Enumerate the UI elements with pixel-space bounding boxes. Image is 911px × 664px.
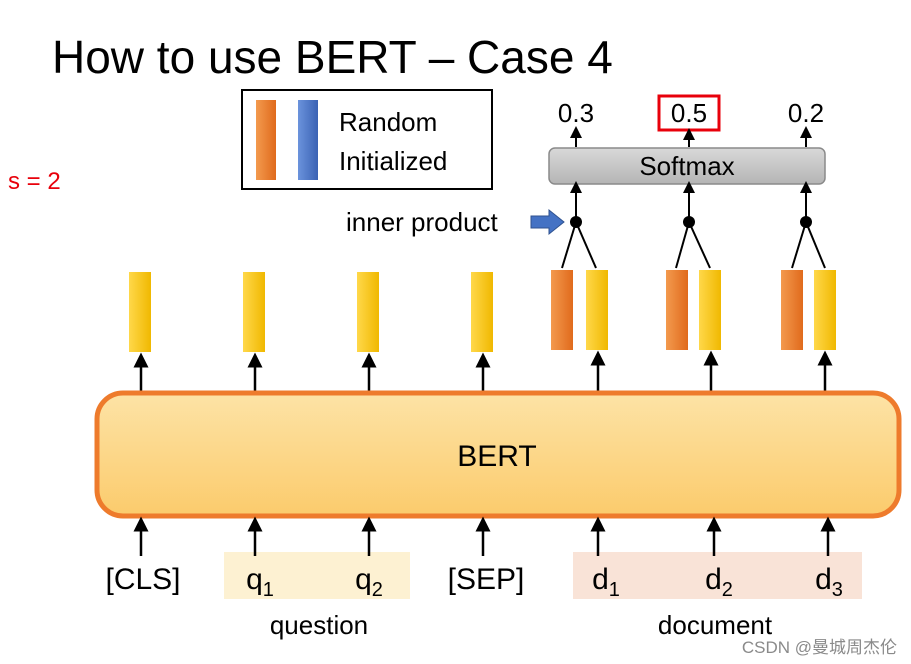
legend: Random Initialized (241, 89, 493, 190)
probabilities: 0.3 0.5 0.2 (558, 94, 824, 147)
token-q1: q1 (246, 563, 274, 601)
probability-1: 0.3 (558, 98, 594, 128)
output-vector-sep (471, 272, 493, 352)
token-q2: q2 (355, 563, 383, 601)
inner-product-node-3 (791, 181, 826, 269)
output-vector-d2 (699, 270, 721, 350)
bert-output-arrows (133, 350, 833, 395)
page-title: How to use BERT – Case 4 (52, 31, 613, 83)
legend-blue-swatch (298, 100, 318, 180)
question-group-label: question (270, 610, 368, 640)
input-tokens: [CLS] q1 q2 [SEP] d1 d2 d3 (105, 563, 842, 601)
input-arrows (133, 516, 836, 556)
output-vector-q2 (357, 272, 379, 352)
legend-line-2: Initialized (339, 146, 447, 176)
legend-box (241, 89, 493, 190)
token-sep: [SEP] (448, 563, 525, 596)
token-cls: [CLS] (105, 563, 180, 596)
random-vector-3 (781, 270, 803, 350)
probability-3: 0.2 (788, 98, 824, 128)
softmax-label: Softmax (639, 151, 734, 181)
legend-line-1: Random (339, 107, 437, 137)
bert-block: BERT (94, 390, 902, 519)
token-d1: d1 (592, 563, 620, 601)
document-group-label: document (658, 610, 773, 640)
probability-2: 0.5 (671, 98, 707, 128)
inner-product-arrow-icon (530, 208, 565, 236)
output-vector-d1 (586, 270, 608, 350)
bert-box (94, 390, 902, 519)
token-d2: d2 (705, 563, 733, 601)
output-vectors (129, 270, 836, 352)
token-d3: d3 (815, 563, 843, 601)
output-vector-d3 (814, 270, 836, 350)
random-vector-1 (551, 270, 573, 350)
question-background (224, 552, 410, 599)
output-vector-cls (129, 272, 151, 352)
inner-product-label: inner product (346, 207, 499, 237)
softmax-block: Softmax (548, 147, 826, 185)
document-background (573, 552, 862, 599)
legend-orange-swatch (256, 100, 276, 180)
inner-product-node-1 (561, 181, 597, 269)
s-note: s = 2 (8, 168, 61, 195)
output-vector-q1 (243, 272, 265, 352)
watermark: CSDN @曼城周杰伦 (742, 638, 897, 657)
inner-product-node-2 (675, 181, 711, 269)
random-vector-2 (666, 270, 688, 350)
bert-label: BERT (457, 440, 536, 473)
inner-product-nodes (561, 181, 826, 269)
